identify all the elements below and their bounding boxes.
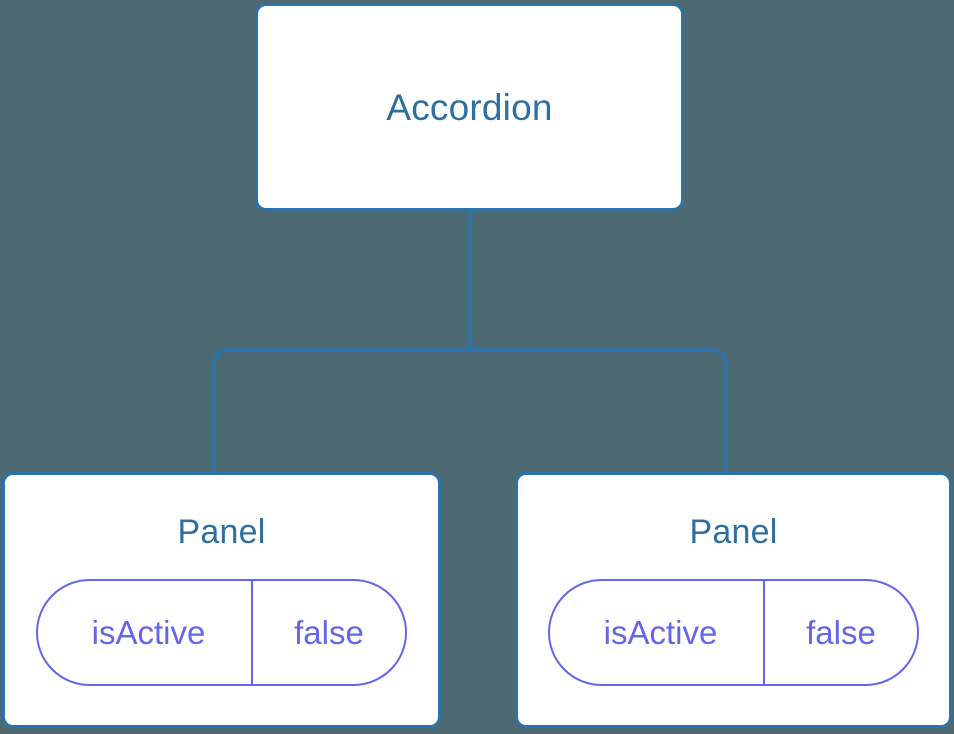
state-value: false bbox=[763, 581, 917, 684]
edge-branch-bracket bbox=[212, 348, 728, 474]
state-pill[interactable]: isActive false bbox=[36, 579, 407, 686]
state-pill[interactable]: isActive false bbox=[548, 579, 919, 686]
tree-node-panel-1[interactable]: Panel isActive false bbox=[515, 472, 952, 728]
node-title: Panel bbox=[177, 513, 266, 551]
node-title: Accordion bbox=[386, 86, 553, 128]
state-key: isActive bbox=[603, 614, 718, 651]
tree-node-accordion[interactable]: Accordion bbox=[255, 3, 684, 211]
node-title: Panel bbox=[689, 513, 778, 551]
state-value: false bbox=[251, 581, 405, 684]
state-key: isActive bbox=[91, 614, 206, 651]
tree-node-panel-0[interactable]: Panel isActive false bbox=[2, 472, 441, 728]
